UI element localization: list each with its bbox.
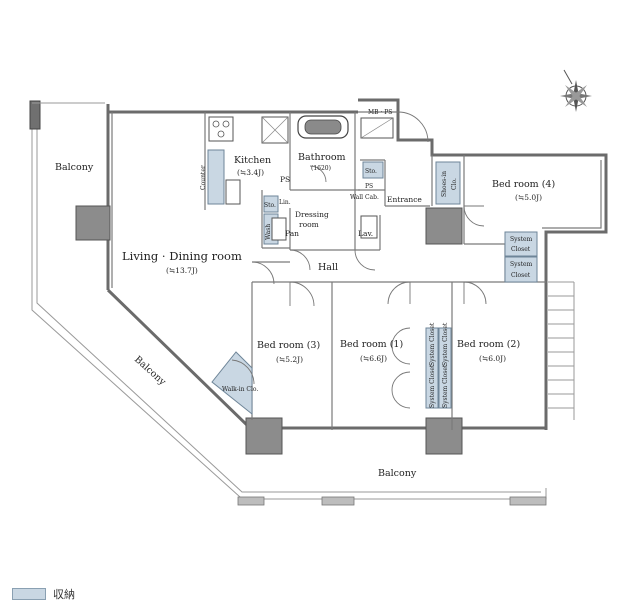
label-shoes-clo: Clo. [451, 178, 458, 190]
label-bed4-size: (≒5.0J) [515, 193, 542, 202]
label-bed3-size: (≒5.2J) [276, 355, 303, 364]
label-system-closet-c: System Closet [429, 322, 436, 366]
label-system-closet-f: System Closet [442, 364, 449, 408]
door-swings [231, 111, 487, 409]
door-closet-left [391, 327, 411, 365]
label-system-closet-b1: System [510, 261, 533, 268]
washing-machine-pan [271, 217, 287, 241]
label-bed3: Bed room (3) [257, 340, 320, 351]
label-bathroom: Bathroom [298, 152, 346, 163]
label-hall: Hall [318, 262, 338, 273]
system-closet-b [504, 256, 538, 283]
pillar-west [75, 205, 111, 241]
balcony-partition-left [237, 496, 265, 506]
label-wash: Wash [265, 224, 272, 240]
label-dressing-room: room [299, 220, 319, 229]
label-living-size: (≒13.7J) [166, 266, 198, 275]
door-living [251, 261, 275, 285]
label-system-closet-e: System Closet [429, 364, 436, 408]
label-bed2: Bed room (2) [457, 339, 520, 350]
label-balcony-diag: Balcony [132, 354, 168, 388]
label-bed4: Bed room (4) [492, 179, 555, 190]
washbasin-icon [360, 215, 378, 239]
label-wall-cab: Wall Cab. [350, 194, 379, 201]
label-sto-entrance: Sto. [365, 168, 377, 175]
door-bathroom [309, 165, 327, 183]
label-ps-kitchen: PS [280, 175, 290, 184]
balcony-partition-mid [321, 496, 355, 506]
balcony-partition-right [509, 496, 547, 506]
balcony-divider [29, 100, 41, 130]
storage-legend-label: 収納 [53, 588, 75, 601]
label-walkin: Walk-in Clo. [222, 386, 258, 393]
door-closet-left-2 [391, 371, 411, 409]
label-system-closet-b2: Closet [511, 272, 531, 279]
sto-dressing [263, 195, 279, 213]
label-lin: Lin. [279, 199, 291, 206]
compass-rose-icon [560, 69, 592, 112]
door-bed3 [289, 281, 315, 307]
balcony-outline [29, 100, 547, 506]
pillar-bed3 [245, 417, 283, 455]
label-counter: Counter [200, 165, 207, 190]
label-living: Living · Dining room [122, 249, 242, 263]
label-bed1: Bed room (1) [340, 339, 403, 350]
pillar-bed4 [425, 207, 463, 245]
pillar-bed1 [425, 417, 463, 455]
label-mb-ps: MB · PS [368, 109, 392, 116]
label-bathroom-size: (1620) [311, 165, 331, 172]
fixtures [208, 115, 394, 241]
label-lav: Lav. [358, 229, 373, 238]
walk-in-closet [211, 351, 253, 416]
label-ps-entrance: PS [365, 183, 373, 190]
label-kitchen-size: (≒3.4J) [237, 168, 264, 177]
sink-icon [225, 179, 241, 205]
room-labels: Balcony Balcony Balcony Living · Dining … [55, 109, 555, 479]
shoes-in-closet [435, 161, 461, 205]
label-kitchen: Kitchen [234, 155, 271, 166]
door-bed2 [463, 281, 487, 305]
door-entrance [397, 111, 429, 143]
storage-legend: 収納 [12, 586, 75, 602]
label-system-closet-d: System Closet [442, 322, 449, 366]
door-walkin [231, 359, 255, 385]
label-dressing: Dressing [295, 210, 329, 219]
east-window-lines [548, 281, 575, 420]
counter-storage [207, 149, 225, 205]
sto-entrance [362, 161, 384, 179]
label-bed1-size: (≒6.6J) [360, 354, 387, 363]
door-bed4 [463, 205, 485, 227]
label-shoes-in: Shoes-in [441, 171, 448, 197]
label-balcony-south: Balcony [378, 468, 417, 479]
label-bed2-size: (≒6.0J) [479, 354, 506, 363]
door-lav [354, 249, 376, 271]
label-system-closet-a2: Closet [511, 246, 531, 253]
label-sto-dressing: Sto. [264, 202, 276, 209]
storage-legend-swatch [12, 588, 46, 600]
label-balcony-west: Balcony [55, 162, 94, 173]
door-hall [289, 249, 311, 271]
system-closet-d [438, 327, 452, 409]
label-entrance: Entrance [387, 195, 422, 204]
label-pan: Pan [285, 229, 299, 238]
door-bed1 [387, 281, 411, 305]
label-system-closet-a1: System [510, 236, 533, 243]
system-closet-a [504, 231, 538, 257]
system-closet-c [425, 327, 439, 409]
